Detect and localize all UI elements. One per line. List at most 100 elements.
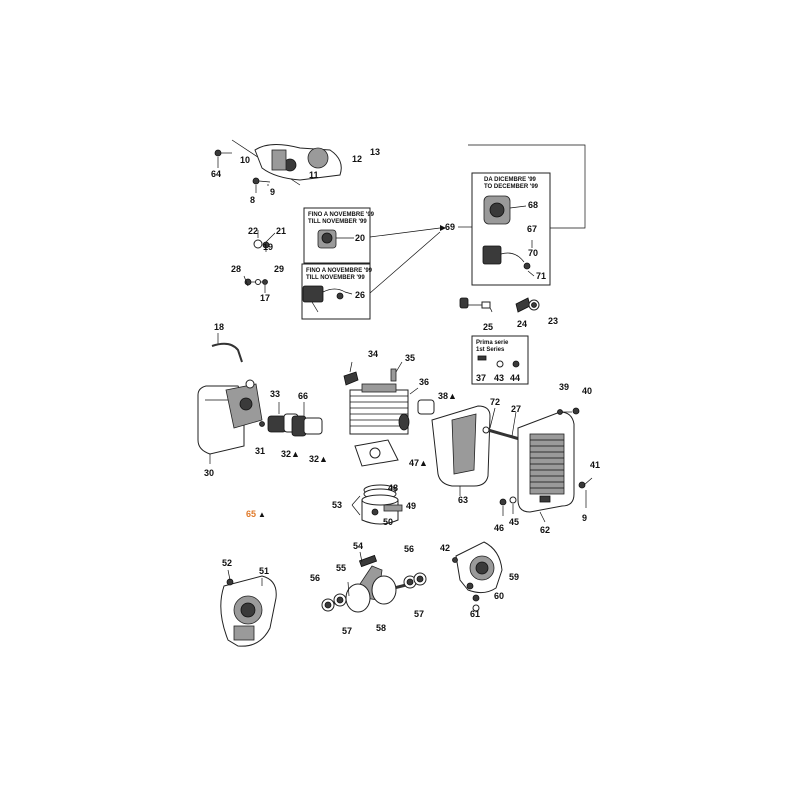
label-52: 52 bbox=[222, 558, 232, 568]
screw-64 bbox=[214, 149, 232, 168]
label-28: 28 bbox=[231, 264, 241, 274]
nut-21-22 bbox=[253, 230, 276, 252]
crankcase-half-51 bbox=[220, 569, 277, 647]
label-17: 17 bbox=[260, 293, 270, 303]
triangle-marker-icon: ▲ bbox=[258, 510, 266, 519]
label-25: 25 bbox=[483, 322, 493, 332]
screw-28-29 bbox=[243, 275, 268, 293]
prima-serie-box: Prima serie 1st Series bbox=[471, 335, 529, 385]
label-29: 29 bbox=[274, 264, 284, 274]
label-57-right: 57 bbox=[414, 609, 424, 619]
label-39: 39 bbox=[559, 382, 569, 392]
piston-group-53 bbox=[351, 484, 403, 525]
label-48: 48 bbox=[388, 483, 398, 493]
label-63: 63 bbox=[458, 495, 468, 505]
label-18: 18 bbox=[214, 322, 224, 332]
screws-39-40-41 bbox=[557, 407, 593, 508]
label-61: 61 bbox=[470, 609, 480, 619]
label-9-top: 9 bbox=[270, 187, 275, 197]
screws-45-46 bbox=[499, 496, 517, 516]
muffler-cover-62 bbox=[517, 411, 575, 523]
label-26: 26 bbox=[355, 290, 365, 300]
switch-24-23 bbox=[515, 297, 540, 313]
label-40: 40 bbox=[582, 386, 592, 396]
box1-note-it: FINO A NOVEMBRE '99 bbox=[308, 212, 375, 218]
box3-note-en: TO DECEMBER '99 bbox=[484, 184, 539, 190]
label-24: 24 bbox=[517, 319, 527, 329]
crankshaft-58 bbox=[321, 551, 427, 613]
label-31: 31 bbox=[255, 446, 265, 456]
label-44: 44 bbox=[510, 373, 520, 383]
label-19: 19 bbox=[263, 242, 273, 252]
box1-note-en: TILL NOVEMBER '99 bbox=[308, 219, 367, 225]
cylinder-36 bbox=[349, 383, 419, 435]
label-58: 58 bbox=[376, 623, 386, 633]
label-33: 33 bbox=[270, 389, 280, 399]
box2-note-en: TILL NOVEMBER '99 bbox=[306, 275, 365, 281]
bolt-35 bbox=[390, 361, 403, 382]
label-68: 68 bbox=[528, 200, 538, 210]
label-30: 30 bbox=[204, 468, 214, 478]
label-9-right: 9 bbox=[582, 513, 587, 523]
label-32-b: 32▲ bbox=[309, 454, 328, 464]
air-filter-housing-30 bbox=[197, 379, 263, 464]
label-43: 43 bbox=[494, 373, 504, 383]
box2-note-it: FINO A NOVEMBRE '99 bbox=[306, 268, 373, 274]
top-right-callout-box bbox=[468, 144, 586, 229]
label-36: 36 bbox=[419, 377, 429, 387]
label-10: 10 bbox=[240, 155, 250, 165]
label-22: 22 bbox=[248, 226, 258, 236]
label-53: 53 bbox=[332, 500, 342, 510]
screw-8-9 bbox=[252, 177, 271, 193]
label-72: 72 bbox=[490, 397, 500, 407]
box4-note-it: Prima serie bbox=[476, 340, 509, 346]
cover-vent-grid bbox=[529, 433, 565, 495]
ignition-box-until-nov-2: FINO A NOVEMBRE '99 TILL NOVEMBER '99 bbox=[301, 263, 373, 320]
label-41: 41 bbox=[590, 460, 600, 470]
crankcase-half-59 bbox=[452, 541, 503, 612]
label-67: 67 bbox=[527, 224, 537, 234]
muffler-63 bbox=[431, 405, 491, 496]
label-42: 42 bbox=[440, 543, 450, 553]
label-11: 11 bbox=[309, 170, 319, 180]
ignition-box-from-dec: DA DICEMBRE '99 TO DECEMBER '99 bbox=[471, 172, 551, 286]
label-49: 49 bbox=[406, 501, 416, 511]
label-69: 69 bbox=[445, 222, 455, 232]
box3-note-it: DA DICEMBRE '99 bbox=[484, 177, 537, 183]
label-59: 59 bbox=[509, 572, 519, 582]
label-32-a: 32▲ bbox=[281, 449, 300, 459]
label-13: 13 bbox=[370, 147, 380, 157]
label-64: 64 bbox=[211, 169, 221, 179]
top-engine-fragment bbox=[231, 139, 342, 186]
label-57-left: 57 bbox=[342, 626, 352, 636]
label-62: 62 bbox=[540, 525, 550, 535]
label-45: 45 bbox=[509, 517, 519, 527]
label-56-left: 56 bbox=[310, 573, 320, 583]
label-51: 51 bbox=[259, 566, 269, 576]
label-56-top: 56 bbox=[404, 544, 414, 554]
carb-gaskets-31-32-33-66 bbox=[259, 402, 323, 437]
label-12: 12 bbox=[352, 154, 362, 164]
label-37: 37 bbox=[476, 373, 486, 383]
label-35: 35 bbox=[405, 353, 415, 363]
label-34: 34 bbox=[368, 349, 378, 359]
label-20: 20 bbox=[355, 233, 365, 243]
label-71: 71 bbox=[536, 271, 546, 281]
label-70: 70 bbox=[528, 248, 538, 258]
label-47: 47▲ bbox=[409, 458, 428, 468]
label-55: 55 bbox=[336, 563, 346, 573]
label-46: 46 bbox=[494, 523, 504, 533]
label-8: 8 bbox=[250, 195, 255, 205]
label-54: 54 bbox=[353, 541, 363, 551]
label-65-highlighted[interactable]: 65 bbox=[246, 509, 256, 519]
label-38: 38▲ bbox=[438, 391, 457, 401]
gasket-38 bbox=[417, 399, 435, 415]
part-number-labels: 64 10 11 12 13 9 8 22 21 19 28 29 17 20 … bbox=[204, 147, 600, 636]
fuel-line-18 bbox=[211, 333, 243, 363]
cable-25 bbox=[459, 297, 493, 313]
arrows-to-69 bbox=[369, 225, 472, 294]
label-66: 66 bbox=[298, 391, 308, 401]
label-21: 21 bbox=[276, 226, 286, 236]
spark-plug-cap-34 bbox=[343, 361, 359, 386]
